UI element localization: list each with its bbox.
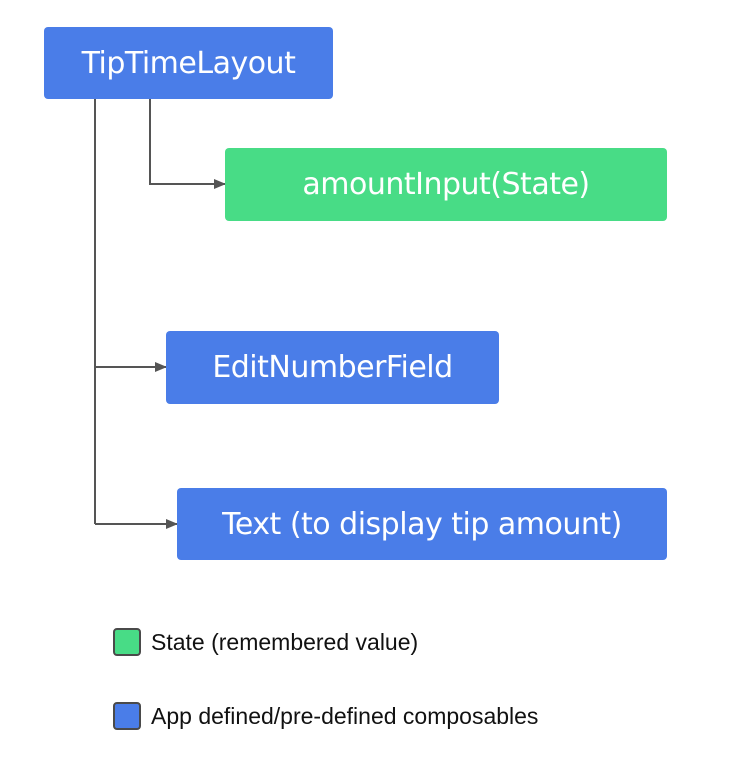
node-label: TipTimeLayout bbox=[81, 45, 296, 81]
legend-swatch-green bbox=[113, 628, 141, 656]
legend-swatch-blue bbox=[113, 702, 141, 730]
node-amountinput-state: amountInput(State) bbox=[225, 148, 667, 221]
node-text-display-tip: Text (to display tip amount) bbox=[177, 488, 667, 560]
legend-item-composables: App defined/pre-defined composables bbox=[113, 702, 538, 730]
legend-label: App defined/pre-defined composables bbox=[151, 702, 539, 729]
node-label: EditNumberField bbox=[212, 350, 453, 385]
node-editnumberfield: EditNumberField bbox=[166, 331, 499, 404]
node-tiptimelayout: TipTimeLayout bbox=[44, 27, 333, 99]
edge-root-to-state bbox=[149, 99, 226, 189]
legend-label: State (remembered value) bbox=[151, 628, 419, 655]
node-label: Text (to display tip amount) bbox=[222, 506, 622, 542]
legend-item-state: State (remembered value) bbox=[113, 628, 418, 656]
node-label: amountInput(State) bbox=[302, 167, 590, 202]
